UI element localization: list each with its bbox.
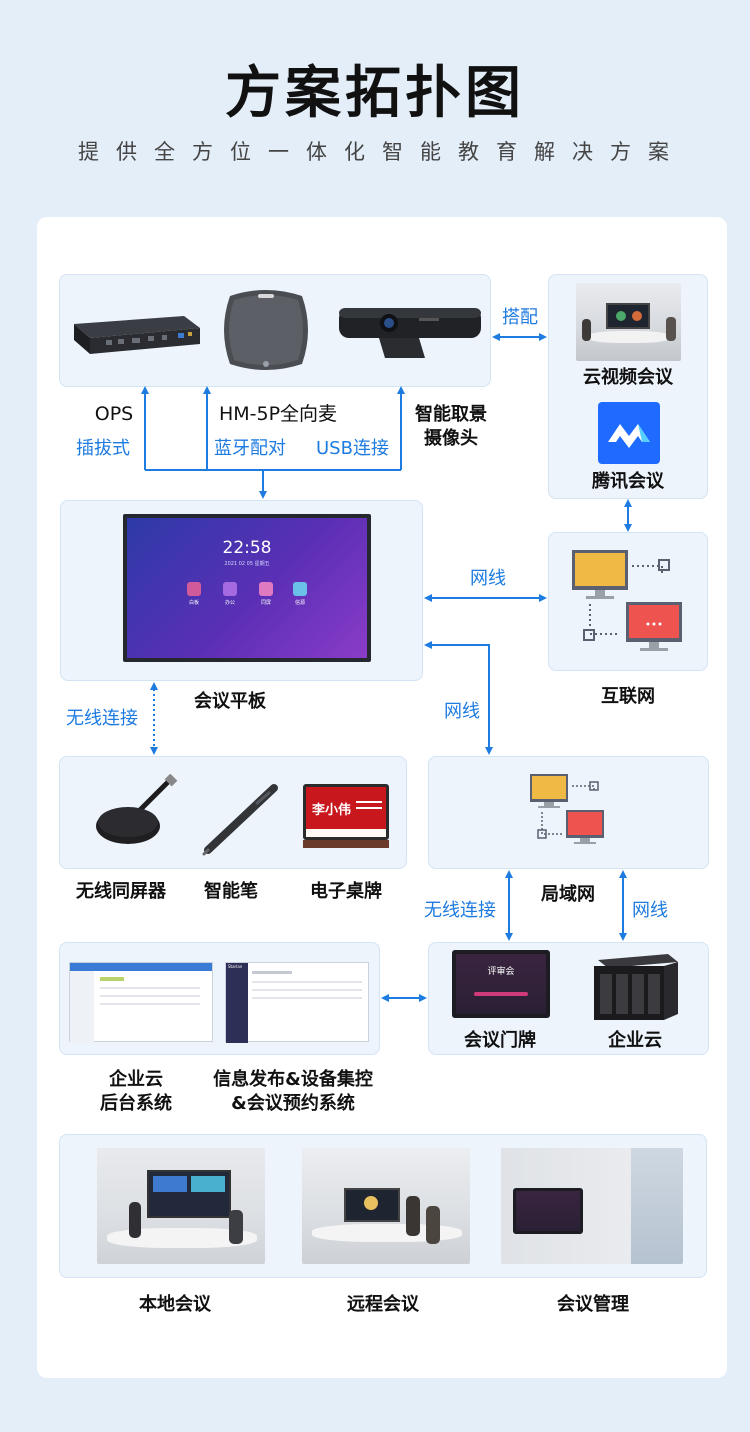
wireless-dongle-image — [96, 774, 178, 844]
usb-label: USB连接 — [316, 438, 389, 459]
enterprise-cloud-label: 企业云 — [608, 1030, 662, 1051]
internet-icon — [572, 550, 682, 651]
desk-sign-image: 李小伟 — [303, 784, 389, 850]
network-label-3: 网线 — [632, 900, 668, 921]
panel-date: 2021 02 05 星期五 — [224, 561, 270, 567]
source-app-icon — [293, 582, 307, 596]
scenario-label-local: 本地会议 — [139, 1294, 211, 1315]
app-label: 办公 — [224, 600, 235, 606]
info-system-label-2: &会议预约系统 — [231, 1093, 355, 1114]
backend-screenshot — [69, 962, 213, 1043]
app-label: 同屏 — [260, 600, 271, 606]
panel-clock: 22:58 — [222, 538, 272, 558]
wireless-screen-label: 无线同屏器 — [76, 881, 166, 902]
backend-label-2: 后台系统 — [100, 1093, 172, 1114]
network-label-2: 网线 — [444, 701, 480, 722]
door-sign-label: 会议门牌 — [464, 1030, 536, 1051]
wireless-label-1: 无线连接 — [66, 708, 138, 729]
network-label-1: 网线 — [470, 568, 506, 589]
mic-label: HM-5P全向麦 — [218, 403, 338, 425]
office-app-icon — [223, 582, 237, 596]
page-subtitle: 提供全方位一体化智能教育解决方案 — [78, 140, 686, 164]
mic-device-image — [224, 290, 308, 370]
lan-icon — [530, 774, 604, 844]
nas-device-image — [594, 954, 678, 1020]
desk-sign-name: 李小伟 — [312, 803, 352, 818]
app-label: 白板 — [188, 600, 199, 606]
plug-label: 插拔式 — [76, 438, 130, 459]
whiteboard-app-icon — [187, 582, 201, 596]
panel-label: 会议平板 — [194, 691, 266, 712]
logo-text: Starlan — [228, 964, 243, 969]
desk-sign-label: 电子桌牌 — [310, 881, 382, 902]
cloud-video-label: 云视频会议 — [583, 367, 673, 388]
bluetooth-label: 蓝牙配对 — [214, 438, 286, 459]
tencent-label: 腾讯会议 — [592, 471, 664, 492]
remote-meeting-photo — [302, 1148, 470, 1264]
smart-pen-image — [202, 784, 278, 856]
tencent-logo-icon — [598, 402, 660, 464]
door-sign-image: 评审会 — [452, 950, 550, 1018]
internet-label: 互联网 — [601, 686, 655, 707]
cloud-video-photo — [576, 283, 681, 361]
scenario-label-management: 会议管理 — [557, 1294, 629, 1315]
mirror-app-icon — [259, 582, 273, 596]
panel-screen: 22:58 2021 02 05 星期五 白板 办公 同屏 信源 — [123, 514, 371, 662]
local-meeting-photo — [97, 1148, 265, 1264]
ops-device-image — [74, 316, 200, 354]
door-sign-screen-title: 评审会 — [487, 967, 515, 977]
app-label: 信源 — [294, 600, 305, 606]
page-title: 方案拓扑图 — [225, 61, 525, 126]
smart-pen-label: 智能笔 — [204, 881, 258, 902]
backend-label-1: 企业云 — [109, 1069, 163, 1090]
camera-label-1: 智能取景 — [415, 404, 487, 425]
info-system-screenshot: Starlan — [225, 962, 369, 1043]
wireless-label-2: 无线连接 — [424, 900, 496, 921]
lan-label: 局域网 — [541, 884, 595, 905]
scenario-label-remote: 远程会议 — [347, 1294, 419, 1315]
info-system-label-1: 信息发布&设备集控 — [213, 1069, 373, 1090]
camera-device-image — [339, 308, 481, 358]
pair-label: 搭配 — [502, 307, 538, 328]
meeting-management-photo — [501, 1148, 683, 1264]
ops-label: OPS — [94, 403, 134, 425]
camera-label-2: 摄像头 — [424, 428, 478, 449]
